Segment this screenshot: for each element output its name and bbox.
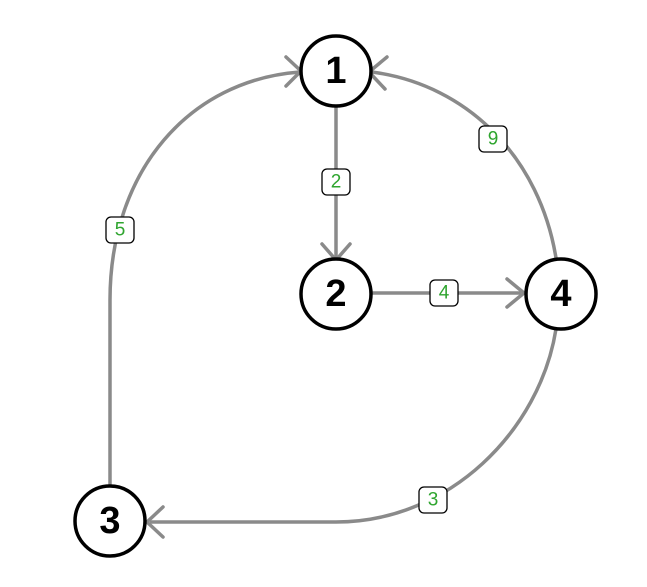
edge-4-3 bbox=[145, 328, 558, 539]
graph-node[interactable]: 2 bbox=[299, 257, 373, 331]
edge-weight-label: 3 bbox=[418, 486, 448, 514]
edge-weight-text: 3 bbox=[428, 490, 439, 511]
edge-3-1 bbox=[108, 55, 303, 486]
graph-node[interactable]: 3 bbox=[73, 484, 147, 558]
edge-weight-text: 2 bbox=[331, 172, 342, 193]
graph-node[interactable]: 4 bbox=[524, 257, 598, 331]
edge-weight-text: 9 bbox=[488, 129, 499, 150]
edge-weight-label: 9 bbox=[478, 125, 508, 153]
edge-4-1 bbox=[367, 55, 558, 259]
edge-weight-text: 5 bbox=[115, 220, 126, 241]
edge-weight-label: 2 bbox=[321, 168, 351, 196]
edge-weight-label: 4 bbox=[429, 279, 459, 307]
edge-weight-label: 5 bbox=[105, 216, 135, 244]
node-label: 3 bbox=[99, 500, 120, 542]
graph-node[interactable]: 1 bbox=[299, 34, 373, 108]
edge-weight-text: 4 bbox=[439, 283, 450, 304]
node-label: 4 bbox=[550, 273, 571, 315]
node-label: 1 bbox=[325, 50, 346, 92]
node-label: 2 bbox=[325, 273, 346, 315]
